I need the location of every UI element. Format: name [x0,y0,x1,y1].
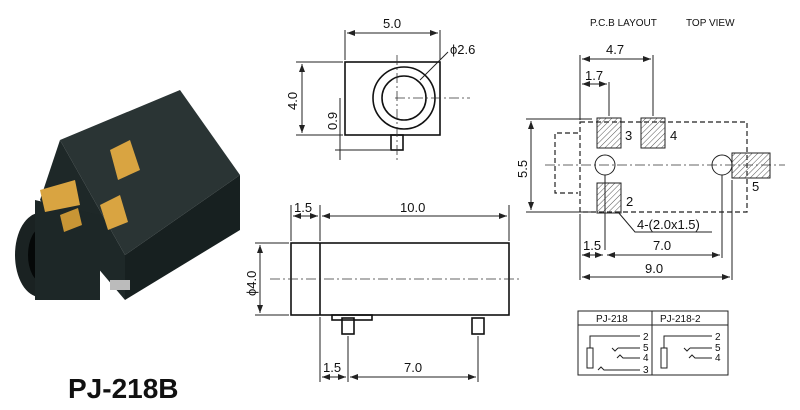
pad-label-3: 3 [625,128,632,143]
product-photo [15,90,240,300]
pcb-layout [526,55,785,280]
dim-side-pin1: 1.5 [323,360,341,375]
pin-label: 3 [643,365,649,376]
pin-label: 4 [643,353,649,364]
front-view [296,30,470,160]
pin-label: 2 [715,332,721,343]
model-label: PJ-218B [68,373,179,404]
dim-side-pinspacing: 7.0 [404,360,422,375]
dim-front-width: 5.0 [383,16,401,31]
dim-pcb-height: 5.5 [515,160,530,178]
pad-3 [596,117,622,149]
pad-label-5: 5 [752,179,759,194]
schematic-col-1: PJ-218 [596,314,628,325]
top-view-label: TOP VIEW [686,18,735,29]
pcb-layout-title: P.C.B LAYOUT [590,18,657,29]
pad-5 [731,152,771,179]
pin-label: 4 [715,353,721,364]
pad-2 [596,182,622,214]
dim-pcb-hole-spacing: 7.0 [653,238,671,253]
dim-side-length: 10.0 [400,200,425,215]
dim-pcb-total: 9.0 [645,261,663,276]
pad-label-4: 4 [670,128,677,143]
pad-note: 4-(2.0x1.5) [637,217,700,232]
side-view [255,205,520,382]
pin-label: 5 [643,343,649,354]
dim-pcb-span: 4.7 [606,42,624,57]
dim-front-diameter: ϕ2.6 [450,42,475,57]
dim-pcb-hole-offset: 1.5 [583,238,601,253]
schematic-col-2: PJ-218-2 [660,314,701,325]
schematic-table [577,310,729,376]
pad-4 [640,117,666,149]
pad-label-2: 2 [626,194,633,209]
dim-side-diameter: ϕ4.0 [244,271,259,296]
dim-pin-offset: 0.9 [325,112,340,130]
pin-label: 5 [715,343,721,354]
dim-front-height: 4.0 [285,92,300,110]
dim-pcb-offset: 1.7 [585,68,603,83]
pin-label: 2 [643,332,649,343]
dim-side-front: 1.5 [294,200,312,215]
